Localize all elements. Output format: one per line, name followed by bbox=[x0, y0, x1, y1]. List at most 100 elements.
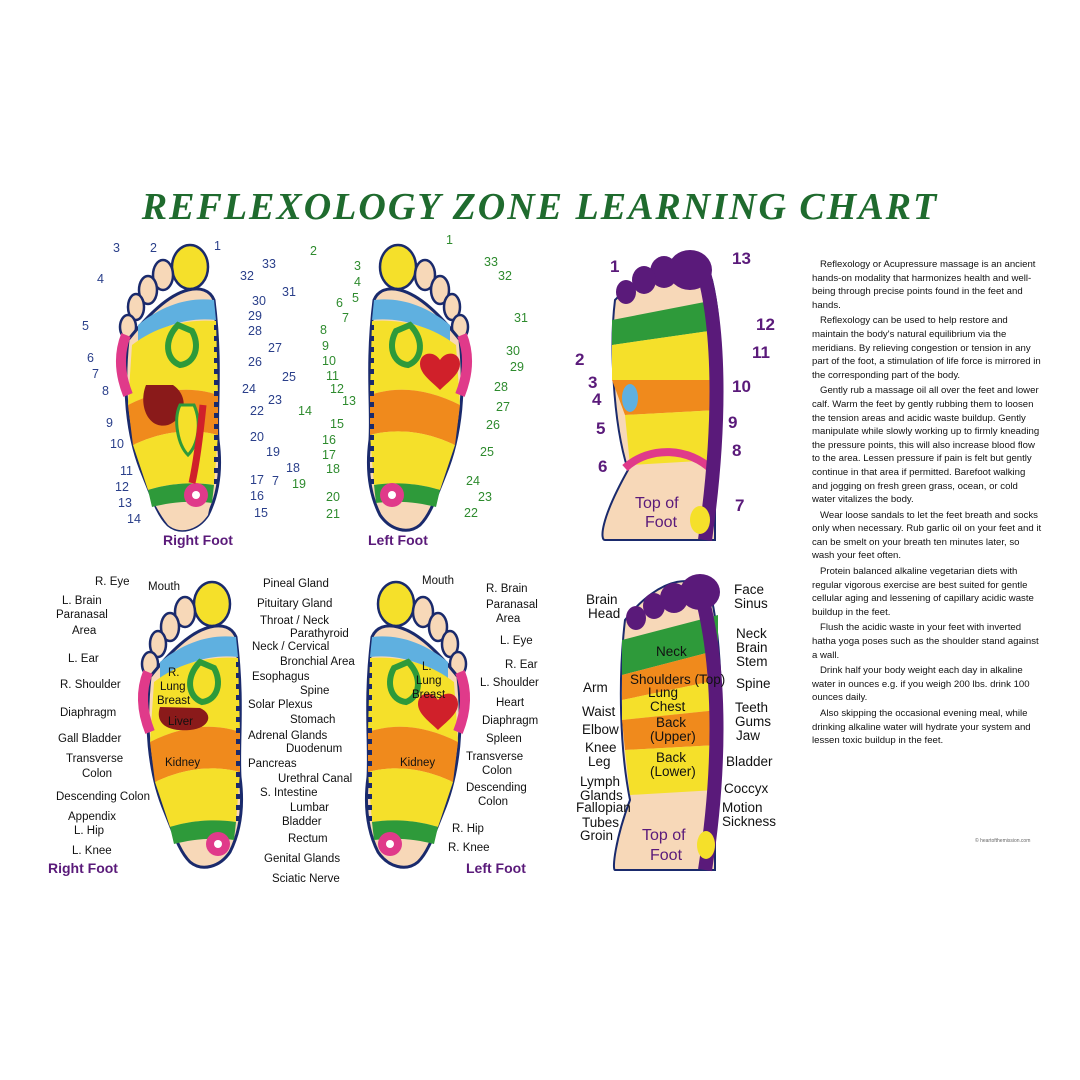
description-paragraph: Gently rub a massage oil all over the fe… bbox=[812, 385, 1040, 506]
organ-label: Lymph bbox=[580, 774, 620, 789]
number-label: 6 bbox=[598, 457, 607, 476]
top-of-foot-label-4: Foot bbox=[650, 847, 683, 864]
number-label: 29 bbox=[510, 360, 524, 374]
organ-label: Sinus bbox=[734, 596, 768, 611]
organ-label: L. Ear bbox=[68, 653, 99, 665]
number-label: 13 bbox=[732, 249, 751, 268]
organ-label: Lung bbox=[416, 675, 442, 687]
organ-label: Gums bbox=[735, 714, 771, 729]
number-label: 13 bbox=[342, 394, 356, 408]
number-label: 5 bbox=[82, 319, 89, 333]
number-label: 21 bbox=[326, 507, 340, 521]
organ-label: Motion bbox=[722, 800, 763, 815]
number-label: 32 bbox=[240, 269, 254, 283]
organ-label: Breast bbox=[157, 695, 191, 707]
organ-label: R. bbox=[168, 667, 180, 679]
organ-label: Pituitary Gland bbox=[257, 598, 332, 610]
number-label: 23 bbox=[268, 393, 282, 407]
organ-label: Urethral Canal bbox=[278, 773, 352, 785]
description-paragraph: Flush the acidic waste in your feet with… bbox=[812, 622, 1039, 661]
organ-label: Knee bbox=[585, 740, 617, 755]
number-label: 1 bbox=[446, 233, 453, 247]
copyright-notice: © heartofthemission.com bbox=[975, 838, 1031, 844]
number-label: 3 bbox=[354, 259, 361, 273]
organ-label: Duodenum bbox=[286, 743, 342, 755]
number-label: 33 bbox=[262, 257, 276, 271]
organ-label: L. Shoulder bbox=[480, 677, 539, 689]
organ-label: Breast bbox=[412, 689, 446, 701]
organ-label: Shoulders (Top) bbox=[630, 672, 725, 687]
organ-label: Arm bbox=[583, 680, 608, 695]
number-label: 24 bbox=[242, 382, 256, 396]
organ-label: Descending Colon bbox=[56, 791, 150, 803]
organ-label: Groin bbox=[580, 828, 613, 843]
number-label: 7 bbox=[735, 496, 744, 515]
number-label: 15 bbox=[254, 506, 268, 520]
number-label: 22 bbox=[464, 506, 478, 520]
organ-label: Spine bbox=[300, 685, 329, 697]
organ-label: Bladder bbox=[282, 816, 322, 828]
organ-label: Rectum bbox=[288, 833, 328, 845]
organ-label: R. Brain bbox=[486, 583, 528, 595]
organ-label: Diaphragm bbox=[482, 715, 538, 727]
number-label: 6 bbox=[336, 296, 343, 310]
organ-label: Lung bbox=[160, 681, 186, 693]
number-label: 30 bbox=[252, 294, 266, 308]
organ-label: Bronchial Area bbox=[280, 656, 355, 668]
labeled-right-foot bbox=[138, 580, 244, 869]
organ-label: Solar Plexus bbox=[248, 699, 313, 711]
number-label: 9 bbox=[106, 416, 113, 430]
number-label: 10 bbox=[110, 437, 124, 451]
number-label: 11 bbox=[120, 464, 133, 478]
description-paragraph: Also skipping the occasional evening mea… bbox=[812, 708, 1031, 747]
organ-label: Liver bbox=[168, 716, 193, 728]
right-foot-caption: Right Foot bbox=[163, 532, 233, 548]
number-label: 33 bbox=[484, 255, 498, 269]
organ-label: L. Brain bbox=[62, 595, 102, 607]
organ-label: Neck / Cervical bbox=[252, 641, 329, 653]
organ-label: Waist bbox=[582, 704, 615, 719]
organ-label: Colon bbox=[482, 765, 512, 777]
number-label: 10 bbox=[732, 377, 751, 396]
organ-label: Area bbox=[72, 625, 97, 637]
organ-label: Head bbox=[588, 606, 620, 621]
organ-label: Brain bbox=[736, 640, 768, 655]
number-label: 28 bbox=[494, 380, 508, 394]
number-label: 29 bbox=[248, 309, 262, 323]
organ-label: Back bbox=[656, 750, 686, 765]
labeled-left-foot bbox=[364, 580, 470, 869]
organ-label: Descending bbox=[466, 782, 527, 794]
number-label: 17 bbox=[250, 473, 264, 487]
organ-label: Face bbox=[734, 582, 764, 597]
heart-icon bbox=[420, 353, 460, 390]
organ-label: Esophagus bbox=[252, 671, 310, 683]
description-paragraph: Wear loose sandals to let the feet breat… bbox=[812, 509, 1042, 562]
number-label: 9 bbox=[322, 339, 329, 353]
number-label: 11 bbox=[752, 343, 770, 362]
organ-label: R. Eye bbox=[95, 576, 130, 588]
chart-title: REFLEXOLOGY ZONE LEARNING CHART bbox=[141, 186, 939, 228]
number-label: 27 bbox=[268, 341, 282, 355]
numbered-left-foot bbox=[366, 243, 472, 532]
organ-label: Leg bbox=[588, 754, 611, 769]
organ-label: Paranasal bbox=[486, 599, 538, 611]
organ-label: Tubes bbox=[582, 815, 619, 830]
number-label: 4 bbox=[354, 275, 361, 289]
organ-label: Gall Bladder bbox=[58, 733, 121, 745]
number-label: 17 bbox=[322, 448, 336, 462]
number-label: 7 bbox=[272, 474, 279, 488]
organ-label: (Lower) bbox=[650, 764, 696, 779]
organ-label: L. Knee bbox=[72, 845, 112, 857]
number-label: 26 bbox=[486, 418, 500, 432]
number-label: 2 bbox=[150, 241, 157, 255]
organ-label: Sickness bbox=[722, 814, 776, 829]
number-label: 1 bbox=[610, 257, 619, 276]
description-text: Reflexology or Acupressure massage is an… bbox=[812, 258, 1042, 750]
right-foot-caption-bottom: Right Foot bbox=[48, 860, 118, 876]
organ-label: Stem bbox=[736, 654, 768, 669]
organ-label: Chest bbox=[650, 699, 686, 714]
organ-label: Colon bbox=[478, 796, 508, 808]
number-label: 16 bbox=[322, 433, 336, 447]
